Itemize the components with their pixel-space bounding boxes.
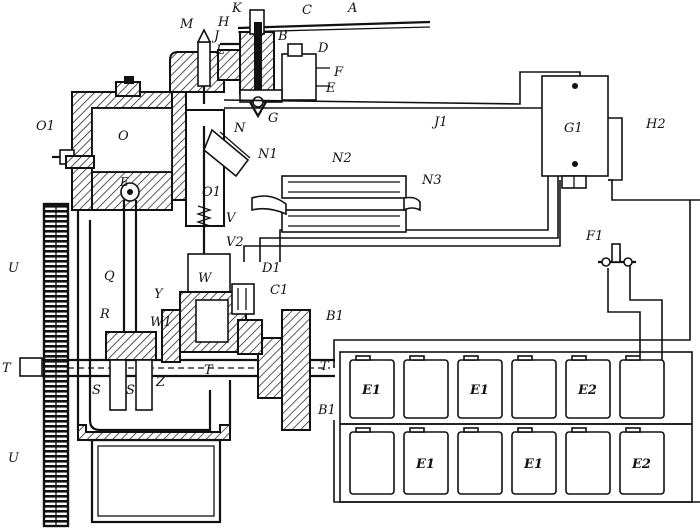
label-z: Z: [155, 375, 166, 390]
label-h2: H2: [645, 117, 666, 132]
battery-cell-label: E1: [523, 457, 543, 472]
battery-cell-label: E1: [469, 383, 489, 398]
battery-cell-label: E2: [577, 383, 597, 398]
label-b1-bottom: B1: [317, 403, 336, 418]
battery-row-top: E1 E1 E2: [349, 355, 665, 419]
flywheel: [42, 202, 70, 528]
label-d1: D1: [261, 261, 281, 276]
label-q: Q: [104, 269, 115, 284]
battery-cell: E2: [619, 427, 665, 495]
label-j: J: [211, 29, 220, 44]
label-k: K: [231, 1, 243, 16]
label-c: C: [302, 3, 312, 18]
gear-b1: [237, 309, 311, 431]
battery-cell: E2: [565, 355, 611, 419]
battery-bank: [339, 351, 693, 503]
crankcase: [76, 210, 232, 524]
carburetor-assembly: [196, 9, 431, 119]
battery-cell: [457, 427, 503, 495]
label-e-small: E: [119, 175, 129, 189]
label-c1: C1: [270, 283, 288, 298]
label-s-left: S: [92, 383, 101, 398]
connecting-rod: [105, 200, 157, 411]
label-b1-top: B1: [325, 309, 344, 324]
label-y: Y: [154, 287, 164, 302]
battery-cell: E1: [457, 355, 503, 419]
coil-box: [541, 75, 609, 189]
exhaust-pipe: [203, 128, 251, 178]
label-v: V: [226, 211, 237, 226]
label-j1: J1: [431, 115, 447, 130]
label-o1-left: O1: [36, 119, 55, 134]
label-n2: N2: [331, 151, 352, 166]
label-t-right: T: [320, 359, 330, 374]
label-f: F: [333, 65, 344, 80]
label-m: M: [179, 17, 194, 32]
label-u-top: U: [8, 261, 20, 276]
muffler: [251, 175, 421, 233]
battery-cell: E1: [349, 355, 395, 419]
battery-cell: E1: [511, 427, 557, 495]
battery-cell-label: E2: [631, 457, 651, 472]
label-v2: V2: [226, 235, 244, 250]
valve-mechanism: [161, 126, 255, 363]
label-n: N: [233, 121, 246, 136]
label-t-mid: T: [204, 363, 214, 378]
switch-f1: [598, 243, 636, 267]
label-e: E: [325, 81, 336, 96]
label-b: B: [277, 29, 288, 44]
label-s-right: S: [126, 383, 135, 398]
battery-cell: [565, 427, 611, 495]
label-d: D: [317, 41, 329, 56]
battery-cell: [619, 355, 665, 419]
label-a: A: [347, 1, 357, 16]
label-f1: F1: [585, 229, 603, 244]
label-t-left: T: [2, 361, 12, 376]
label-g: G: [268, 111, 278, 126]
battery-cell-label: E1: [361, 383, 381, 398]
label-o: O: [118, 129, 129, 144]
battery-cell: E1: [403, 427, 449, 495]
label-n1: N1: [257, 147, 278, 162]
label-g1: G1: [564, 121, 583, 136]
reference-labels: A C K H M J L B D F E G N O O1 O1 N1 N2 …: [2, 1, 666, 466]
battery-row-bottom: E1 E1 E2: [349, 427, 665, 495]
battery-cell-label: E1: [415, 457, 435, 472]
battery-cell: [511, 355, 557, 419]
label-u-bottom: U: [8, 451, 20, 466]
label-r: R: [99, 307, 110, 322]
cylinder-block: [52, 51, 225, 227]
label-w: W: [198, 271, 213, 286]
battery-cell: [349, 427, 395, 495]
ignition-wires: [223, 71, 700, 503]
label-h: H: [217, 15, 230, 30]
label-w1: W1: [150, 315, 172, 330]
label-o1-mid: O1: [202, 185, 221, 200]
label-n3: N3: [421, 173, 442, 188]
battery-cell: [403, 355, 449, 419]
label-l: L: [215, 43, 225, 58]
